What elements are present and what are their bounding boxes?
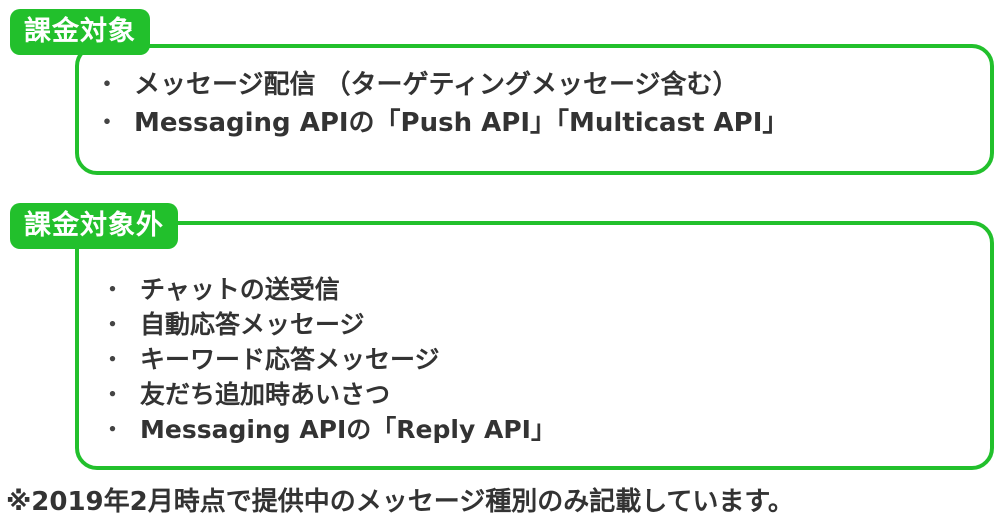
list-item-text: チャットの送受信	[140, 275, 340, 304]
non-billable-section-label: 課金対象外	[10, 203, 178, 249]
list-item-text: 友だち追加時あいさつ	[140, 380, 391, 409]
list-item-text: Messaging APIの「Push API」「Multicast API」	[134, 108, 789, 138]
list-item: ・ メッセージ配信 （ターゲティングメッセージ含む）	[94, 66, 788, 104]
bullet-icon: ・	[100, 345, 126, 374]
billable-section-label: 課金対象	[10, 9, 150, 55]
list-item: ・ チャットの送受信	[100, 272, 556, 307]
bullet-icon: ・	[100, 275, 126, 304]
bullet-icon: ・	[100, 415, 126, 444]
non-billable-items-list: ・ チャットの送受信 ・ 自動応答メッセージ ・ キーワード応答メッセージ ・ …	[100, 272, 556, 447]
list-item: ・ Messaging APIの「Push API」「Multicast API…	[94, 104, 788, 142]
list-item-text: メッセージ配信 （ターゲティングメッセージ含む）	[134, 70, 739, 100]
list-item-text: 自動応答メッセージ	[140, 310, 365, 339]
bullet-icon: ・	[100, 380, 126, 409]
list-item-text: Messaging APIの「Reply API」	[140, 415, 556, 444]
footnote: ※2019年2月時点で提供中のメッセージ種別のみ記載しています。	[6, 487, 794, 517]
billable-items-list: ・ メッセージ配信 （ターゲティングメッセージ含む） ・ Messaging A…	[94, 66, 788, 142]
list-item: ・ 友だち追加時あいさつ	[100, 377, 556, 412]
list-item: ・ 自動応答メッセージ	[100, 307, 556, 342]
bullet-icon: ・	[94, 108, 121, 138]
bullet-icon: ・	[94, 70, 121, 100]
bullet-icon: ・	[100, 310, 126, 339]
billable-section-box	[75, 44, 994, 175]
list-item: ・ Messaging APIの「Reply API」	[100, 412, 556, 447]
non-billable-section-box	[75, 221, 994, 470]
list-item-text: キーワード応答メッセージ	[140, 345, 440, 374]
list-item: ・ キーワード応答メッセージ	[100, 342, 556, 377]
